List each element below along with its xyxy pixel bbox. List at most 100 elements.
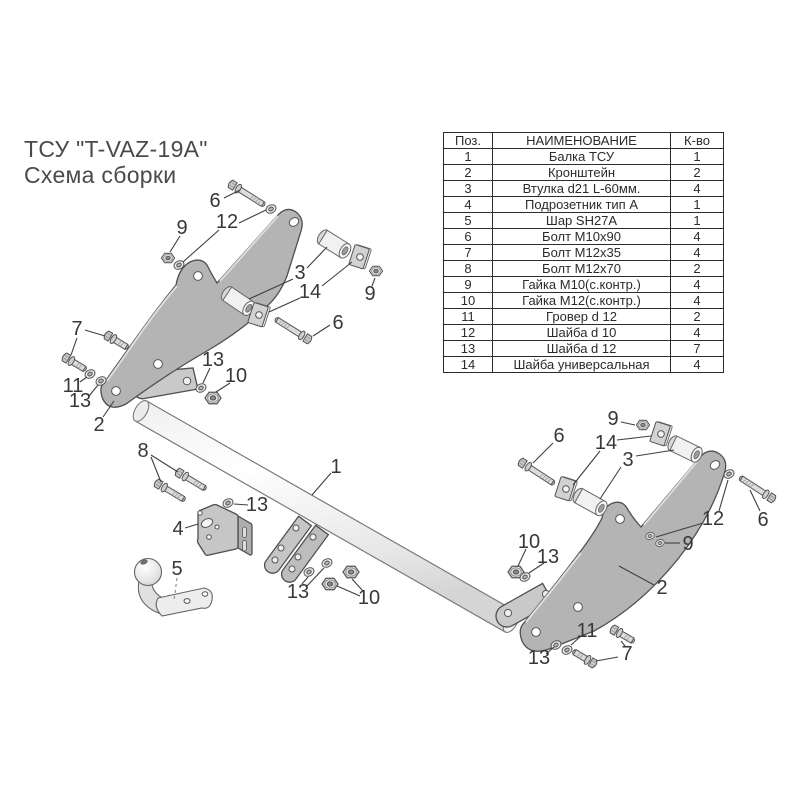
leader-line: [182, 229, 220, 263]
table-cell: 7: [670, 340, 724, 357]
callout-label: 9: [682, 533, 693, 555]
table-cell: 13: [443, 340, 493, 357]
leader-line: [305, 567, 325, 588]
washer-d12-center-b: [320, 556, 334, 570]
bolt-m12x70-lower: [152, 477, 188, 505]
leader-line: [595, 656, 619, 662]
table-cell: Шайба d 10: [492, 324, 671, 341]
washer-d10-top-left: [264, 202, 278, 216]
table-cell: 1: [670, 148, 724, 165]
table-cell: Втулка d21 L-60мм.: [492, 180, 671, 197]
leader-line: [655, 522, 704, 538]
callout-label: 3: [294, 262, 305, 284]
callout-label: 13: [246, 494, 268, 516]
bushing-top-left: [314, 227, 354, 261]
bolt-m10-far-right: [736, 472, 778, 505]
nut-m10-right: [635, 419, 651, 431]
table-cell: Шайба d 12: [492, 340, 671, 357]
table-cell: 10: [443, 292, 493, 309]
table-cell: 4: [670, 244, 724, 261]
leader-line: [306, 246, 328, 269]
nut-m12-left: [204, 391, 222, 405]
socket-plate: [196, 503, 253, 556]
table-cell: 3: [443, 180, 493, 197]
callout-label: 10: [358, 587, 380, 609]
callout-label: 1: [330, 456, 341, 478]
table-cell: 11: [443, 308, 493, 325]
bushing-top-right: [665, 433, 706, 465]
leader-line: [301, 576, 309, 585]
table-header-cell: Поз.: [443, 132, 493, 149]
callout-label: 9: [364, 283, 375, 305]
callout-label: 4: [172, 518, 183, 540]
bolt-m12x35-right-lower: [570, 646, 599, 670]
leader-line: [70, 337, 78, 356]
leader-line: [620, 640, 626, 647]
table-cell: Гровер d 12: [492, 308, 671, 325]
bolt-m10-mid-right: [516, 456, 558, 489]
callout-label: 12: [216, 211, 238, 233]
bolt-m12x35-left-lower: [60, 351, 89, 375]
callout-label: 6: [757, 509, 768, 531]
table-header-cell: К-во: [670, 132, 724, 149]
table-cell: 4: [670, 292, 724, 309]
leader-line: [169, 235, 181, 253]
leader-line: [599, 466, 622, 500]
page-title-line1: ТСУ "T-VAZ-19A": [24, 136, 208, 162]
bolt-m10-mid-left: [272, 314, 314, 346]
table-cell: Шар SH27A: [492, 212, 671, 229]
leader-line: [79, 376, 88, 383]
callout-label: 2: [93, 414, 104, 436]
tow-ball: [133, 557, 213, 617]
callout-label: 13: [287, 581, 309, 603]
leader-line: [620, 421, 636, 426]
leader-line: [223, 189, 241, 199]
callout-label: 13: [69, 390, 91, 412]
leader-line: [184, 523, 199, 529]
left-bracket: [100, 208, 303, 408]
table-cell: 14: [443, 356, 493, 373]
nut-m10-mid: [368, 265, 384, 277]
table-cell: 1: [443, 148, 493, 165]
leader-line: [351, 578, 364, 592]
leader-line: [150, 454, 179, 473]
leader-line: [268, 297, 301, 313]
leader-line: [336, 585, 361, 597]
table-cell: 1: [670, 196, 724, 213]
leader-line: [102, 400, 115, 418]
page-title-line2: Схема сборки: [24, 162, 177, 188]
table-cell: Подрозетник тип А: [492, 196, 671, 213]
table-cell: Гайка М12(с.контр.): [492, 292, 671, 309]
table-cell: 2: [443, 164, 493, 181]
nut-m10-left: [160, 252, 176, 264]
table-cell: Шайба универсальная: [492, 356, 671, 373]
right-bracket: [519, 450, 727, 652]
callout-label: 9: [607, 408, 618, 430]
leader-line: [311, 472, 332, 496]
table-cell: 9: [443, 276, 493, 293]
callout-label: 8: [137, 440, 148, 462]
leader-line: [532, 442, 554, 464]
leader-line: [215, 382, 231, 393]
table-cell: 4: [670, 356, 724, 373]
table-cell: 4: [670, 228, 724, 245]
leader-line: [635, 449, 675, 457]
table-cell: 5: [443, 212, 493, 229]
table-cell: 4: [670, 180, 724, 197]
callout-label: 11: [577, 620, 598, 642]
callout-label: 12: [702, 508, 724, 530]
leader-line: [321, 261, 353, 287]
spring-washer-right: [560, 643, 574, 657]
